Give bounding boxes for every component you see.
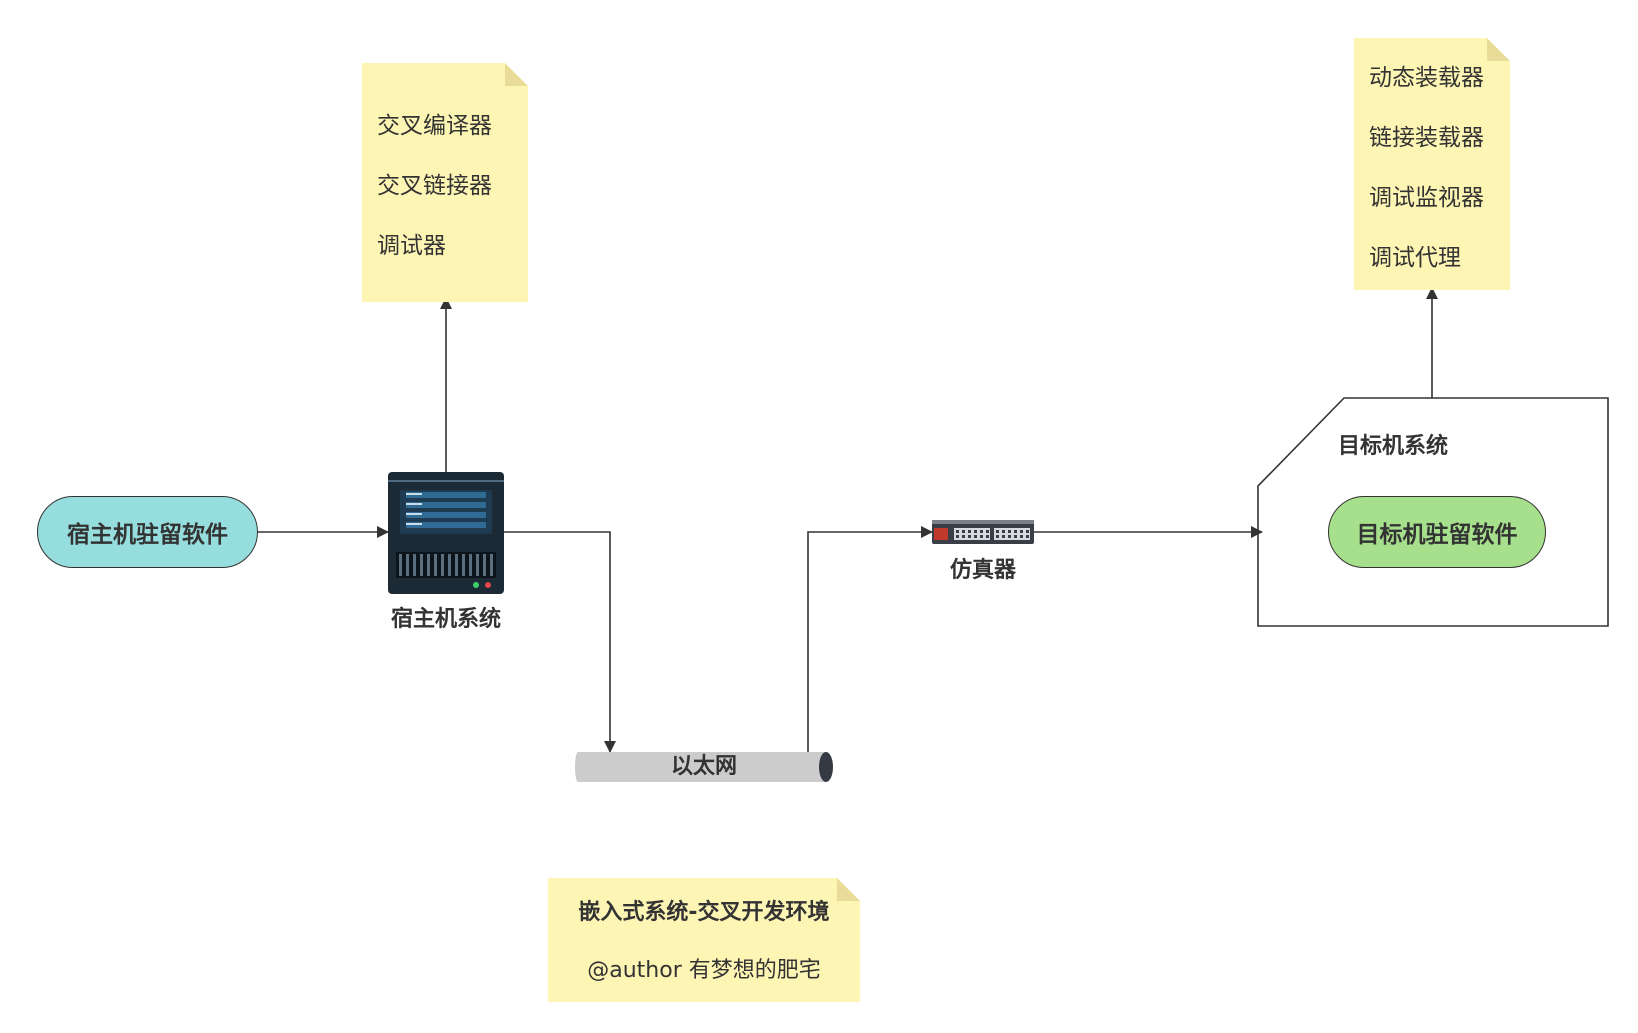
- target-system-card: [1257, 397, 1609, 627]
- diagram-title: 嵌入式系统-交叉开发环境: [578, 900, 830, 925]
- host-system-label: 宿主机系统: [390, 607, 501, 632]
- target-tools-note[interactable]: 动态装载器 链接装载器 调试监视器 调试代理: [1354, 38, 1510, 290]
- target-system-label: 目标机系统: [1338, 434, 1449, 459]
- ethernet-label: 以太网: [670, 754, 737, 779]
- host-software-label: 宿主机驻留软件: [67, 522, 228, 548]
- ethernet-cable: [575, 752, 833, 782]
- network-switch-icon: [932, 520, 1034, 544]
- arrow-ethernet-to-emulator: [807, 526, 933, 752]
- title-note[interactable]: 嵌入式系统-交叉开发环境 @author 有梦想的肥宅: [548, 878, 860, 1002]
- emulator-node[interactable]: [932, 520, 1034, 544]
- host-tools-item: 交叉链接器: [377, 173, 492, 199]
- host-tools-note[interactable]: 交叉编译器 交叉链接器 调试器: [362, 63, 528, 302]
- target-tools-item: 动态装载器: [1369, 65, 1484, 91]
- target-tools-item: 调试代理: [1369, 245, 1461, 271]
- target-software-node[interactable]: 目标机驻留软件: [1328, 496, 1546, 568]
- target-tools-item: 调试监视器: [1369, 185, 1484, 211]
- target-tools-item: 链接装载器: [1369, 125, 1484, 151]
- host-software-node[interactable]: 宿主机驻留软件: [37, 496, 258, 568]
- host-tools-item: 调试器: [377, 233, 446, 259]
- arrow-host-system-to-ethernet: [504, 531, 616, 753]
- target-software-label: 目标机驻留软件: [1356, 522, 1518, 548]
- host-system-node[interactable]: [388, 472, 504, 594]
- emulator-label: 仿真器: [949, 558, 1016, 583]
- host-tools-item: 交叉编译器: [377, 113, 492, 139]
- server-rack-icon: [388, 472, 504, 594]
- author-credit: @author 有梦想的肥宅: [587, 958, 821, 983]
